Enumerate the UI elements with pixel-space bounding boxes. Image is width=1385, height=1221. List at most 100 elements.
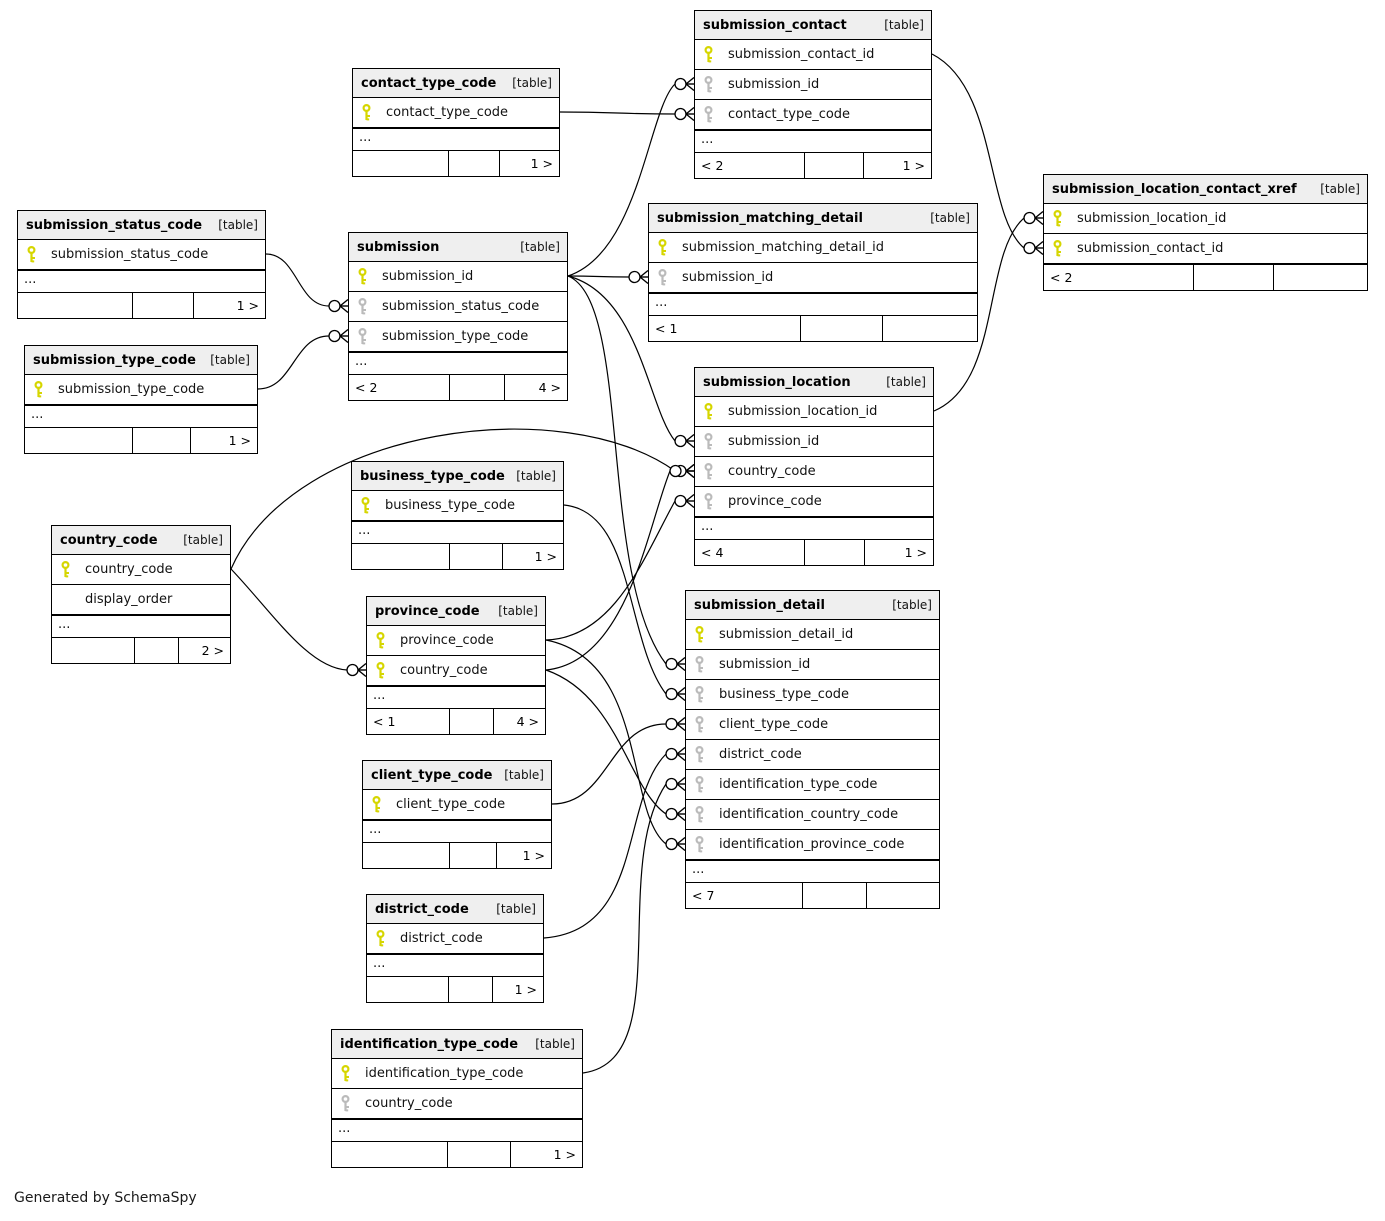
table-badge: [table] — [496, 902, 536, 916]
relationship-line — [933, 217, 1025, 412]
table-footer: < 7 — [686, 882, 939, 908]
crows-foot-prong — [685, 440, 695, 449]
primary-key-icon — [339, 1065, 359, 1082]
table-footer: 1 > — [363, 842, 551, 868]
zero-or-many-circle — [665, 657, 678, 671]
column-name: submission_contact_id — [728, 47, 875, 62]
table-name[interactable]: province_code — [375, 603, 480, 619]
column-row-business_type_code: business_type_code — [686, 680, 939, 710]
outgoing-count — [881, 316, 977, 341]
foreign-key-icon — [693, 836, 713, 853]
table-submission_type_code[interactable]: submission_type_code[table]submission_ty… — [24, 345, 258, 454]
column-row-province_code: province_code — [367, 626, 545, 656]
table-identification_type_code[interactable]: identification_type_code[table]identific… — [331, 1029, 583, 1168]
column-name: district_code — [400, 931, 483, 946]
incoming-count — [367, 977, 448, 1002]
incoming-count — [25, 428, 132, 453]
relationship-line — [559, 111, 676, 115]
table-header: submission_type_code[table] — [25, 346, 257, 375]
column-row-contact_type_code: contact_type_code — [695, 100, 931, 130]
table-client_type_code[interactable]: client_type_code[table]client_type_code.… — [362, 760, 552, 869]
zero-or-many-circle — [674, 434, 687, 448]
foreign-key-icon — [693, 806, 713, 823]
table-name[interactable]: district_code — [375, 901, 469, 917]
table-submission[interactable]: submission [table] submission_id submission… — [348, 232, 568, 401]
table-name[interactable]: submission_contact — [703, 17, 847, 33]
column-row-contact_type_code: contact_type_code — [353, 98, 559, 128]
table-name[interactable]: submission_matching_detail — [657, 210, 863, 226]
table-submission_status_code[interactable]: submission_status_code[table]submission_… — [17, 210, 266, 319]
crows-foot-prong — [676, 776, 686, 785]
column-name: submission_location_id — [1077, 211, 1227, 226]
footer-middle-cell — [133, 638, 179, 663]
crows-foot-prong — [339, 328, 349, 337]
outgoing-count — [1273, 265, 1367, 290]
footer-middle-cell — [449, 375, 504, 400]
footer-middle-cell — [1192, 265, 1274, 290]
footer-middle-cell — [803, 153, 863, 178]
table-contact_type_code[interactable]: contact_type_code[table]contact_type_cod… — [352, 68, 560, 177]
table-business_type_code[interactable]: business_type_code[table]business_type_c… — [351, 461, 564, 570]
relationship-line — [230, 568, 348, 671]
incoming-count — [52, 638, 134, 663]
crows-foot-prong — [685, 83, 695, 92]
primary-key-icon — [702, 46, 722, 63]
relationship-contact_type_code-contact_type_code--submission_contact-contact_type_code — [559, 106, 695, 122]
table-submission_location_contact_xref[interactable]: submission_location_contact_xref[table]s… — [1043, 174, 1368, 291]
column-name: submission_id — [728, 434, 820, 449]
footer-middle-cell — [449, 843, 496, 868]
more-columns-ellipsis: ... — [332, 1119, 582, 1141]
column-row-submission_id: submission_id — [695, 70, 931, 100]
table-header: submission_matching_detail[table] — [649, 204, 977, 233]
zero-or-many-circle — [346, 663, 359, 677]
relationship-province_code-country_code--submission_detail-identification_country_code — [545, 669, 686, 822]
column-name: submission_contact_id — [1077, 241, 1224, 256]
table-submission_location[interactable]: submission_location[table]submission_loc… — [694, 367, 934, 566]
column-name: submission_id — [382, 269, 474, 284]
table-submission_matching_detail[interactable]: submission_matching_detail[table]submiss… — [648, 203, 978, 342]
table-footer: 1 > — [18, 292, 265, 318]
table-footer: < 2 — [1044, 264, 1367, 290]
table-badge: [table] — [520, 240, 560, 254]
table-name[interactable]: submission_status_code — [26, 217, 203, 233]
crows-foot-prong — [1034, 240, 1044, 249]
footer-middle-cell — [131, 428, 190, 453]
table-header: district_code [table] — [367, 895, 543, 924]
zero-or-many-circle — [665, 717, 678, 731]
table-name[interactable]: submission_location_contact_xref — [1052, 181, 1297, 197]
primary-key-icon — [374, 632, 394, 649]
table-name[interactable]: contact_type_code — [361, 75, 497, 91]
table-name[interactable]: business_type_code — [360, 468, 505, 484]
crows-foot-prong — [676, 686, 686, 695]
column-row-display_order: display_order — [52, 585, 230, 615]
relationship-submission-submission_id--submission_contact-submission_id — [567, 76, 695, 277]
table-submission_detail[interactable]: submission_detail[table]submission_detai… — [685, 590, 940, 909]
zero-or-many-circle — [669, 464, 682, 478]
column-row-district_code: district_code — [367, 924, 543, 954]
table-badge: [table] — [886, 375, 926, 389]
more-columns-ellipsis: ... — [367, 954, 543, 976]
relationship-identification_type_code-identification_type_code--submission_detail-identification_type_code — [582, 776, 686, 1074]
table-name[interactable]: country_code — [60, 532, 158, 548]
foreign-key-icon — [356, 298, 376, 315]
column-name: submission_matching_detail_id — [682, 240, 885, 255]
relationship-submission_contact-submission_contact_id--submission_location_contact_xref-submission_contact_id — [931, 53, 1044, 256]
more-columns-ellipsis: ... — [18, 270, 265, 292]
table-header: submission [table] — [349, 233, 567, 262]
column-name: business_type_code — [719, 687, 850, 702]
table-name[interactable]: submission_type_code — [33, 352, 196, 368]
table-name[interactable]: submission_location — [703, 374, 851, 390]
table-name[interactable]: identification_type_code — [340, 1036, 519, 1052]
table-header: identification_type_code[table] — [332, 1030, 582, 1059]
table-submission_contact[interactable]: submission_contact[table]submission_cont… — [694, 10, 932, 179]
table-name[interactable]: client_type_code — [371, 767, 493, 783]
table-name[interactable]: submission_detail — [694, 597, 825, 613]
incoming-count — [363, 843, 449, 868]
outgoing-count: 1 > — [491, 977, 543, 1002]
table-district_code[interactable]: district_code [table] district_code...1 > — [366, 894, 544, 1003]
primary-key-icon — [1051, 210, 1071, 227]
crows-foot-prong — [685, 106, 695, 115]
table-name[interactable]: submission — [357, 239, 440, 255]
